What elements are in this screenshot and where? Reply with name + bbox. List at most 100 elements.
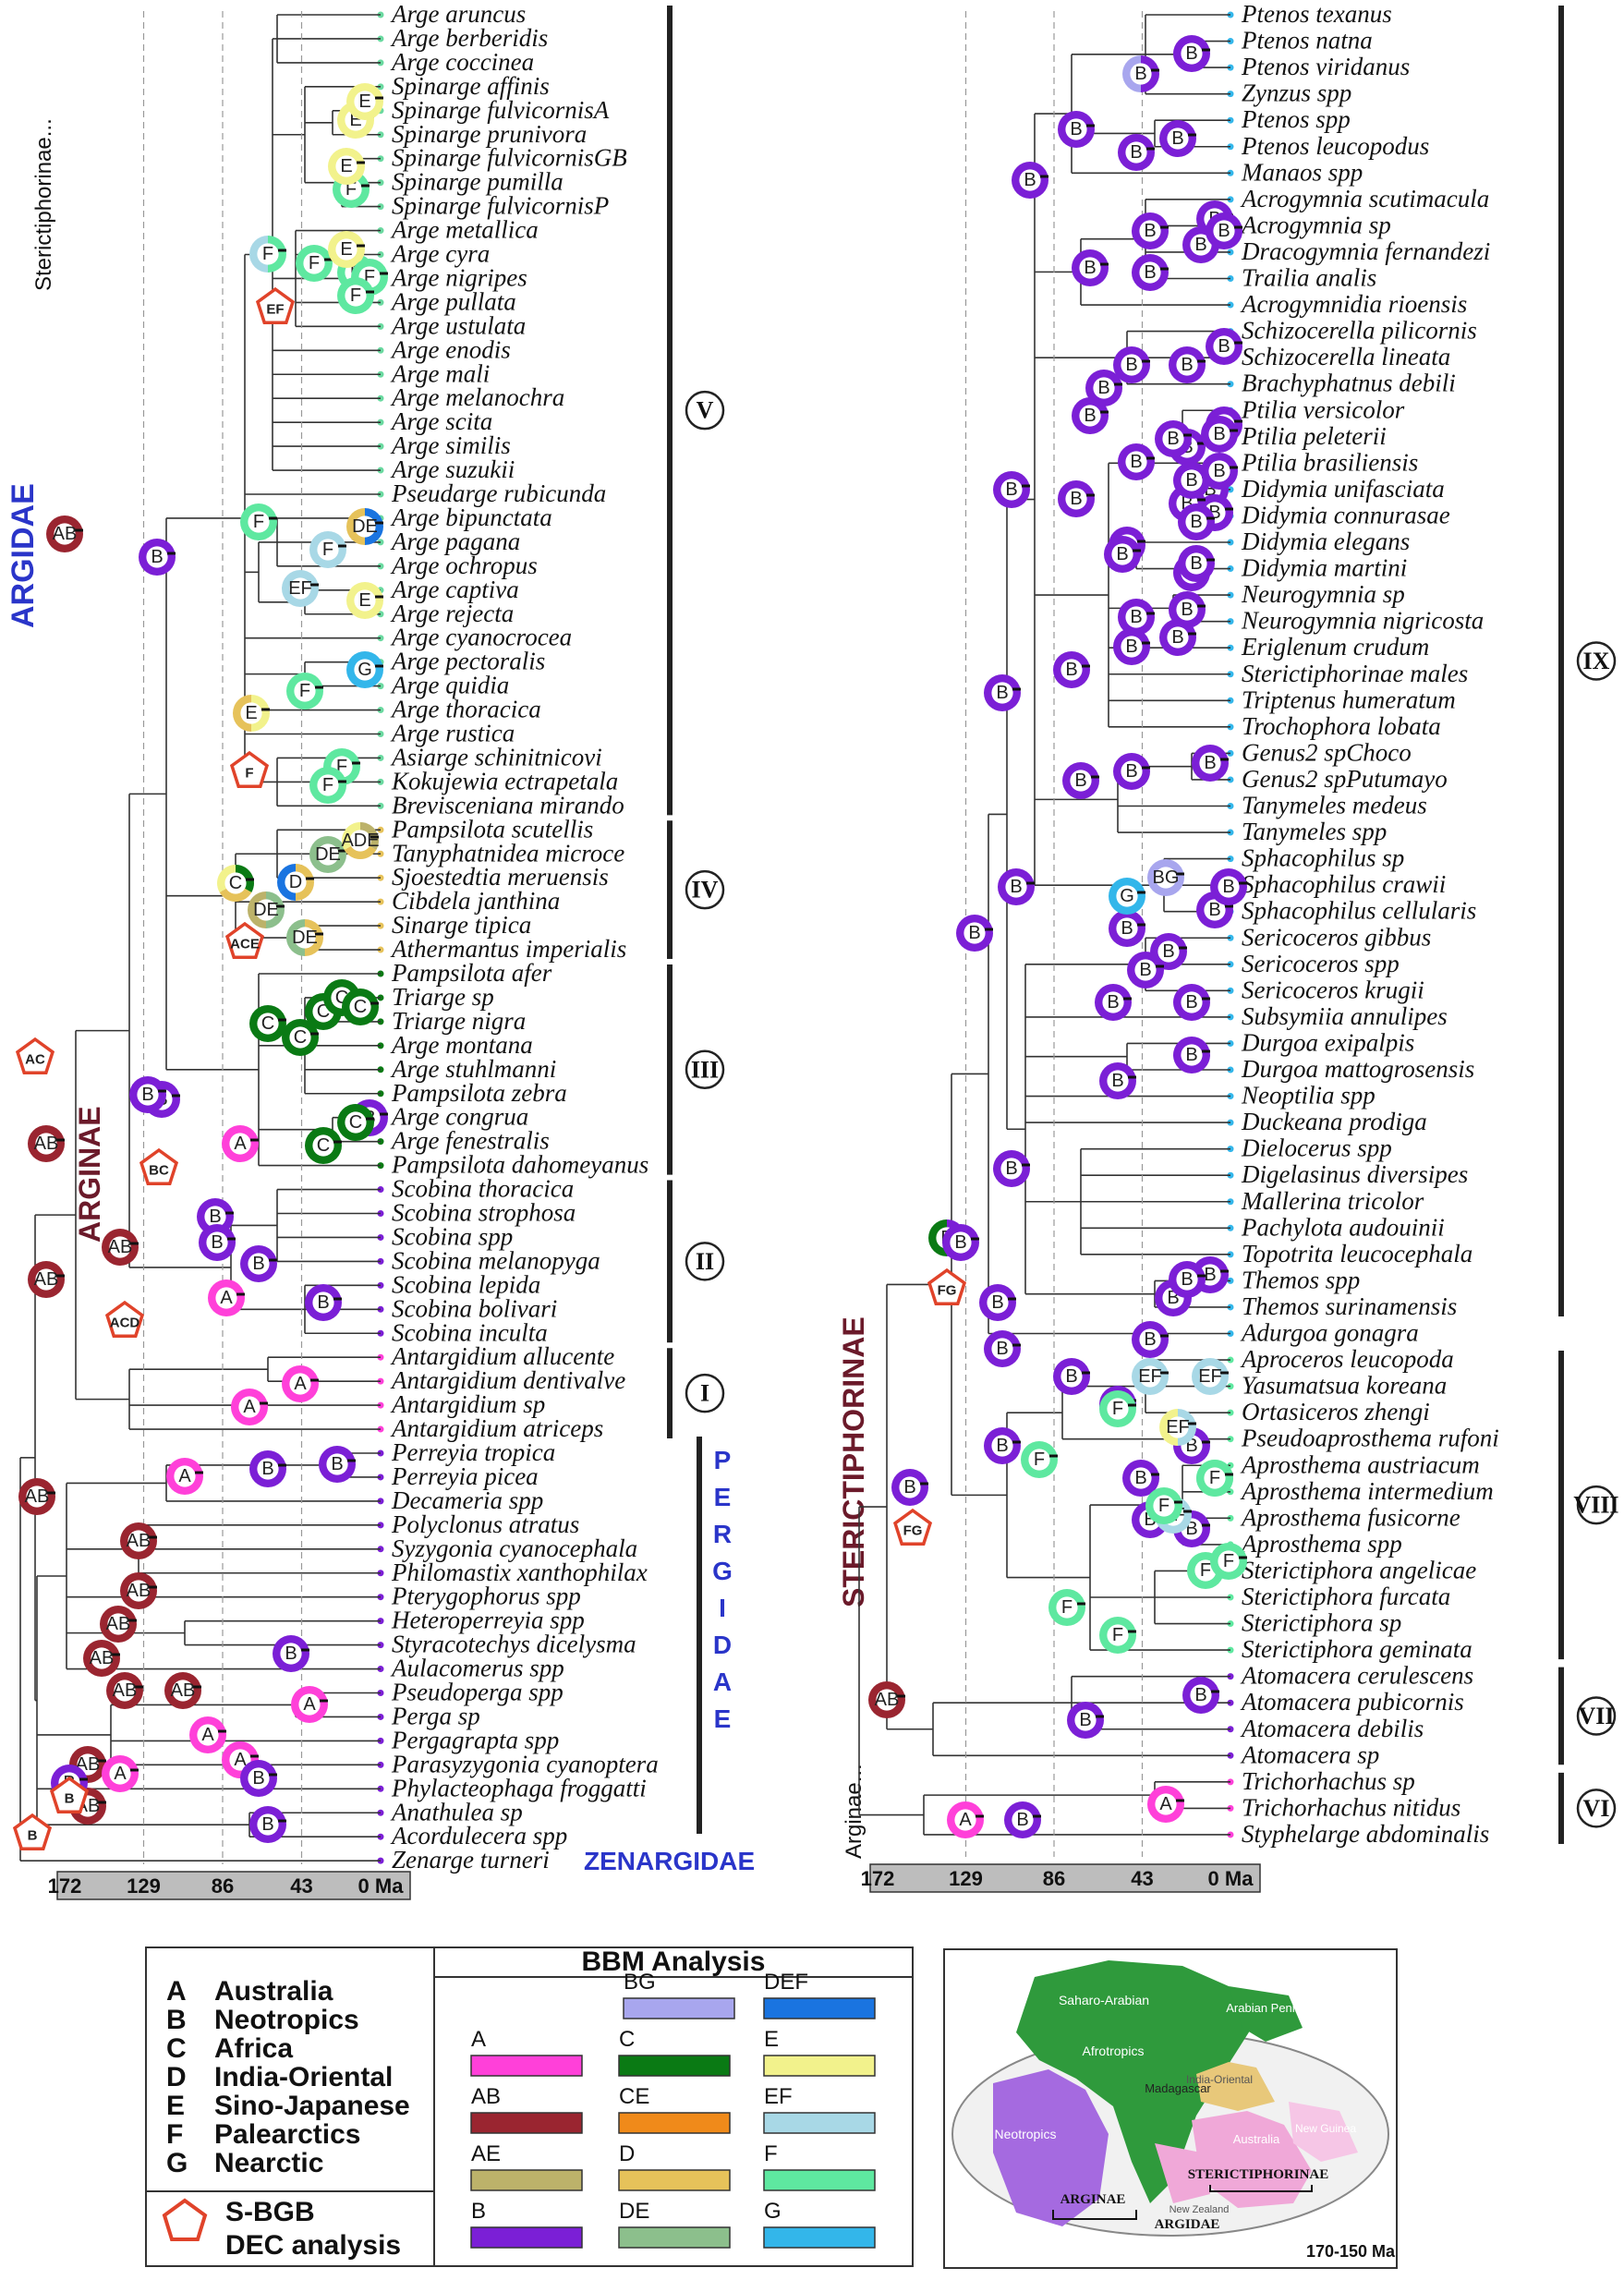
node-label: D	[289, 872, 302, 892]
node-center	[1139, 261, 1161, 284]
node-center	[35, 1268, 57, 1291]
node-label: C	[229, 873, 242, 893]
pentagon-label: FG	[938, 1283, 957, 1299]
pentagon-label: ACD	[110, 1316, 140, 1331]
node-center	[1121, 636, 1143, 658]
area-node: C	[337, 1104, 374, 1141]
area-node: B	[1178, 503, 1215, 540]
node-label: B	[1130, 607, 1142, 627]
swatch-box	[470, 2169, 583, 2191]
swatch-label: EF	[764, 2084, 793, 2109]
swatch-box	[618, 2169, 731, 2191]
taxon-label: Pampsilota scutellis	[391, 815, 593, 843]
node-label: B	[996, 683, 1008, 703]
taxon-label: Sterictiphora geminata	[1242, 1635, 1473, 1663]
taxon-label: Acrogymnia scutimacula	[1240, 185, 1489, 212]
node-center	[1176, 354, 1198, 376]
node-label: AB	[127, 1581, 151, 1601]
pentagon-label: EF	[266, 302, 284, 318]
taxon-label: Sterictiphorinae males	[1242, 660, 1468, 687]
node-label: B	[996, 1339, 1008, 1359]
node-center	[26, 1486, 48, 1508]
area-node: B	[1113, 628, 1150, 665]
node-label: DE	[352, 516, 378, 537]
area-node: A	[208, 1279, 245, 1316]
area-node: B	[240, 1245, 277, 1282]
taxon-label: Acrogymnia sp	[1240, 211, 1391, 238]
node-center	[1102, 991, 1124, 1013]
area-node: B	[1210, 868, 1247, 905]
area-node: B	[979, 1284, 1016, 1321]
swatch-box	[618, 2112, 731, 2134]
swatch-box	[763, 2226, 876, 2249]
area-node: F	[1048, 1589, 1085, 1626]
node-label: B	[151, 547, 163, 567]
taxon-label: Sjoestedtia meruensis	[392, 863, 609, 891]
node-label: A	[234, 1134, 247, 1154]
node-label: AB	[25, 1486, 50, 1507]
node-label: A	[234, 1750, 247, 1770]
area-node: F	[309, 767, 346, 804]
area-node: B	[1053, 1358, 1090, 1395]
area-node: B	[984, 674, 1021, 711]
area-node: B	[273, 1635, 309, 1672]
node-label: EF	[1138, 1366, 1162, 1387]
node-center	[137, 1084, 159, 1106]
area-code: G	[166, 2148, 188, 2178]
area-name: Neotropics	[214, 2005, 359, 2035]
node-label: B	[1185, 992, 1197, 1013]
node-center	[335, 155, 358, 177]
map-region-label: Australia	[1233, 2132, 1280, 2146]
area-node: ADE	[341, 822, 380, 859]
pentagon-shape	[104, 1300, 145, 1338]
node-label: B	[1065, 660, 1077, 680]
node-center	[349, 996, 371, 1018]
area-node: B	[319, 1446, 356, 1483]
pentagon-shape	[49, 1776, 90, 1813]
node-label: B	[331, 1454, 343, 1474]
node-label: E	[245, 703, 257, 723]
node-label: B	[1144, 262, 1156, 283]
map-india-shape	[1196, 2062, 1275, 2111]
node-label: B	[1185, 43, 1197, 64]
axis-tick-label: 129	[949, 1867, 983, 1890]
area-node: B	[1113, 753, 1150, 790]
node-label: B	[1171, 128, 1183, 149]
node-center	[354, 91, 376, 113]
taxon-label: Arge captiva	[390, 576, 519, 603]
node-center	[229, 1749, 251, 1771]
node-label: B	[209, 1207, 221, 1227]
map-region-label: Arabian Peninsula	[1226, 2001, 1324, 2015]
taxon-label: Arge mali	[390, 359, 490, 387]
node-label: AB	[108, 1237, 133, 1257]
node-label: DE	[292, 928, 318, 948]
dec-pentagon: F	[229, 750, 270, 788]
node-center	[280, 1643, 302, 1665]
node-label: AB	[171, 1680, 196, 1701]
node-label: F	[350, 285, 361, 306]
node-center	[1167, 1416, 1189, 1438]
area-node: B	[1182, 1677, 1219, 1714]
map-group-label: ARGINAE	[1060, 2192, 1126, 2207]
node-center	[1060, 659, 1083, 681]
area-node: B	[1173, 1037, 1210, 1073]
node-center	[1139, 1328, 1161, 1351]
area-node: EF	[1132, 1358, 1169, 1395]
node-label: B	[252, 1254, 264, 1274]
taxon-label: Arge thoracica	[390, 696, 541, 723]
node-center	[289, 1373, 311, 1395]
node-label: F	[262, 244, 273, 264]
map-neotropics-shape	[993, 2069, 1109, 2226]
taxon-label: Scobina lepida	[392, 1270, 540, 1298]
taxon-label: Arge congrua	[390, 1103, 528, 1131]
taxon-label: Scobina bolivari	[392, 1294, 557, 1322]
node-center	[54, 523, 76, 545]
taxon-label: Topotrita leucocephala	[1242, 1240, 1473, 1267]
taxon-label: Aprosthema spp	[1240, 1530, 1402, 1558]
taxon-label: Perga sp	[391, 1702, 480, 1729]
node-center	[114, 1680, 136, 1702]
taxon-label: Arge enodis	[390, 335, 511, 363]
area-node: AB	[83, 1640, 120, 1677]
taxon-label: Sphacophilus crawii	[1242, 870, 1446, 898]
